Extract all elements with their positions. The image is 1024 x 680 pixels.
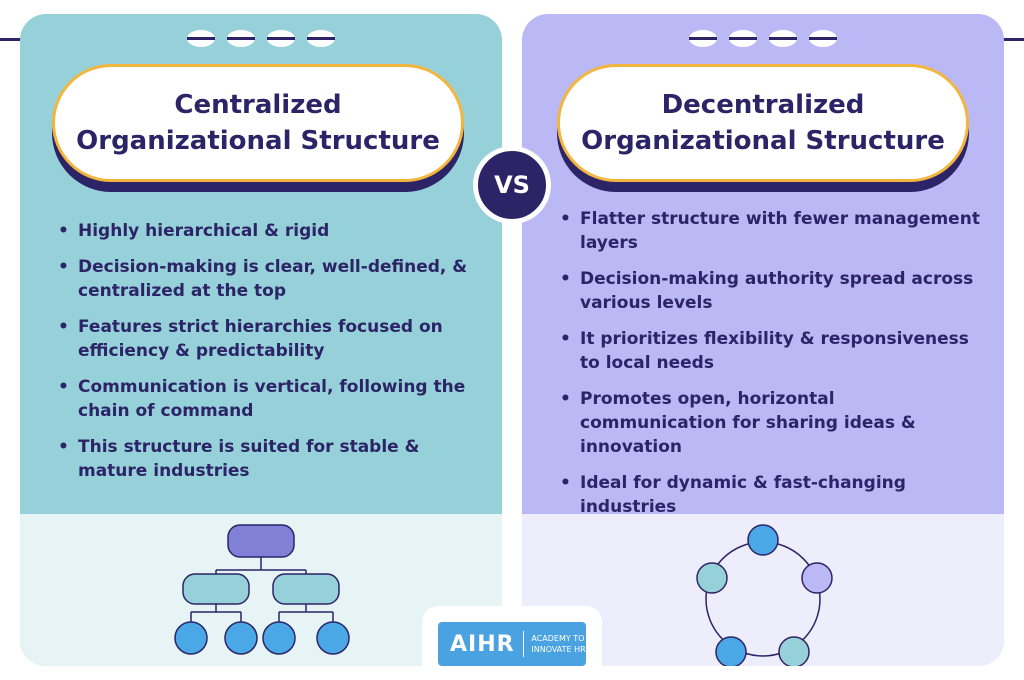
- leaf-node: [174, 621, 208, 655]
- diagram-area: [522, 514, 1004, 666]
- leaf-node: [224, 621, 258, 655]
- network-node: [715, 636, 747, 666]
- vs-badge: VS: [473, 146, 551, 224]
- dot-icon: [809, 30, 837, 47]
- logo-tab: AIHR ACADEMY TO INNOVATE HR: [422, 606, 602, 680]
- dot-icon: [187, 30, 215, 47]
- logo-mark: AIHR: [450, 631, 515, 657]
- decorative-dots: [689, 30, 837, 47]
- centralized-points: Highly hierarchical & rigid Decision-mak…: [58, 219, 478, 495]
- decentralized-points: Flatter structure with fewer management …: [560, 207, 980, 531]
- mid-node: [182, 573, 250, 605]
- list-item: Communication is vertical, following the…: [58, 375, 478, 423]
- dot-icon: [769, 30, 797, 47]
- diagram-area: [20, 514, 502, 666]
- centralized-panel: Centralized Organizational Structure Hig…: [20, 14, 502, 666]
- dot-icon: [729, 30, 757, 47]
- network-node: [778, 636, 810, 666]
- title-pill: Centralized Organizational Structure: [52, 64, 464, 182]
- list-item: Ideal for dynamic & fast-changing indust…: [560, 471, 980, 519]
- centralized-title: Centralized Organizational Structure: [76, 90, 440, 156]
- top-node: [227, 524, 295, 558]
- dot-icon: [227, 30, 255, 47]
- list-item: Features strict hierarchies focused on e…: [58, 315, 478, 363]
- leaf-node: [262, 621, 296, 655]
- list-item: Decision-making authority spread across …: [560, 267, 980, 315]
- list-item: Highly hierarchical & rigid: [58, 219, 478, 243]
- network-node: [696, 562, 728, 594]
- aihr-logo: AIHR ACADEMY TO INNOVATE HR: [438, 622, 586, 666]
- logo-tagline: ACADEMY TO INNOVATE HR: [531, 634, 586, 654]
- dot-icon: [307, 30, 335, 47]
- logo-divider: [522, 631, 524, 657]
- hierarchy-diagram-icon: [174, 524, 350, 655]
- header-rule-right: [1002, 38, 1024, 41]
- decorative-dots: [187, 30, 335, 47]
- header-rule-left: [0, 38, 22, 41]
- mid-node: [272, 573, 340, 605]
- decentralized-title: Decentralized Organizational Structure: [581, 90, 945, 156]
- network-node: [801, 562, 833, 594]
- list-item: Promotes open, horizontal communication …: [560, 387, 980, 459]
- list-item: Flatter structure with fewer management …: [560, 207, 980, 255]
- dot-icon: [689, 30, 717, 47]
- network-node: [747, 524, 779, 556]
- leaf-node: [316, 621, 350, 655]
- list-item: Decision-making is clear, well-defined, …: [58, 255, 478, 303]
- list-item: This structure is suited for stable & ma…: [58, 435, 478, 483]
- dot-icon: [267, 30, 295, 47]
- title-pill: Decentralized Organizational Structure: [557, 64, 969, 182]
- network-diagram-icon: [696, 524, 833, 666]
- decentralized-panel: Decentralized Organizational Structure F…: [522, 14, 1004, 666]
- list-item: It prioritizes flexibility & responsiven…: [560, 327, 980, 375]
